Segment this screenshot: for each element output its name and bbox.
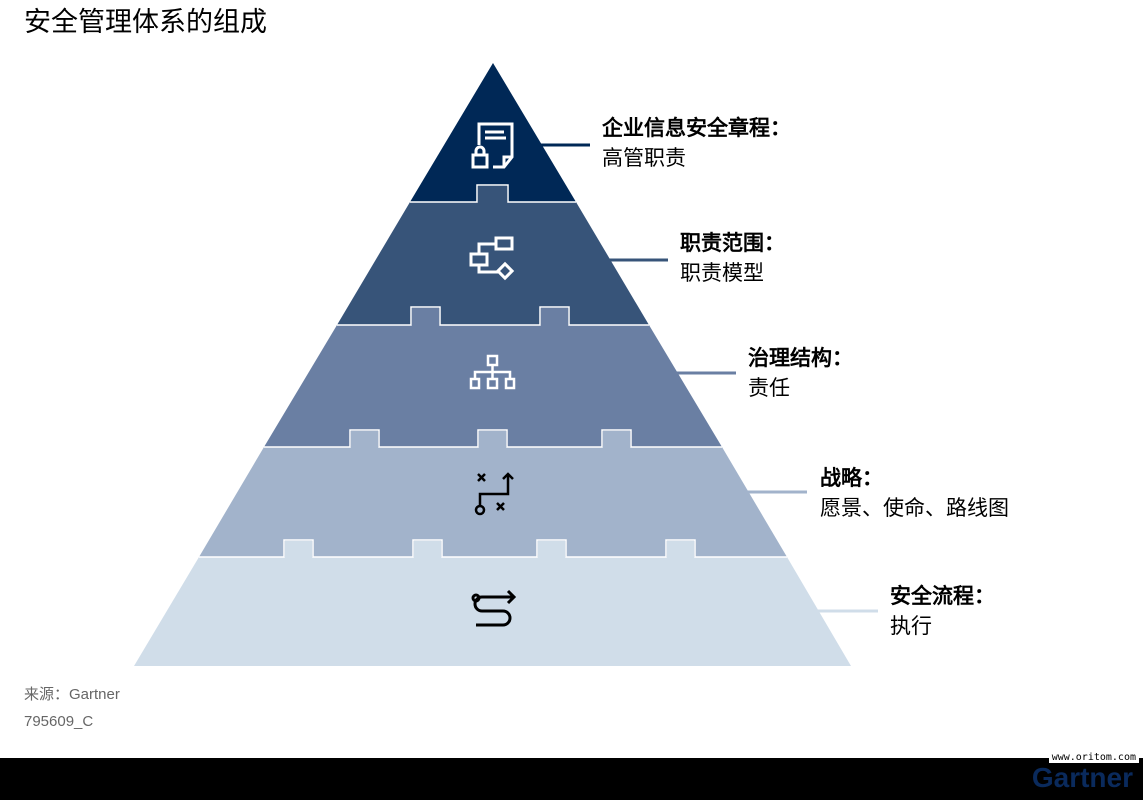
pyramid-diagram <box>134 63 878 666</box>
watermark: www.oritom.com <box>1048 752 1139 763</box>
flowchart-icon <box>469 236 515 281</box>
footer-bar <box>0 758 1143 800</box>
pyramid-layer-3 <box>264 325 722 447</box>
document-id: 795609_C <box>24 713 94 730</box>
org-chart-icon <box>469 354 516 390</box>
layer-heading: 职责范围： <box>680 230 785 255</box>
gartner-logo: Gartner <box>1031 762 1133 793</box>
layer-heading: 企业信息安全章程： <box>602 115 791 140</box>
layer-subtext: 高管职责 <box>602 146 686 170</box>
layer-subtext: 责任 <box>748 376 790 400</box>
layer-label-3: 治理结构： 责任 <box>748 343 853 403</box>
layer-label-1: 企业信息安全章程： 高管职责 <box>602 113 791 173</box>
layer-subtext: 愿景、使命、路线图 <box>820 496 1009 520</box>
secure-document-icon <box>471 122 514 169</box>
pyramid-layer-2 <box>337 202 649 325</box>
layer-label-5: 安全流程： 执行 <box>890 581 995 641</box>
pyramid-layer-4 <box>199 447 787 557</box>
layer-heading: 治理结构： <box>748 345 853 370</box>
layer-heading: 战略： <box>820 465 883 490</box>
layer-label-2: 职责范围： 职责模型 <box>680 228 785 288</box>
layer-subtext: 执行 <box>890 614 932 638</box>
layer-subtext: 职责模型 <box>680 261 764 285</box>
layer-label-4: 战略： 愿景、使命、路线图 <box>820 463 1009 523</box>
strategy-path-icon <box>474 472 514 516</box>
process-flow-icon <box>471 589 517 627</box>
page-title: 安全管理体系的组成 <box>24 7 267 38</box>
source-note: 来源：Gartner <box>24 686 120 703</box>
layer-heading: 安全流程： <box>890 583 995 608</box>
